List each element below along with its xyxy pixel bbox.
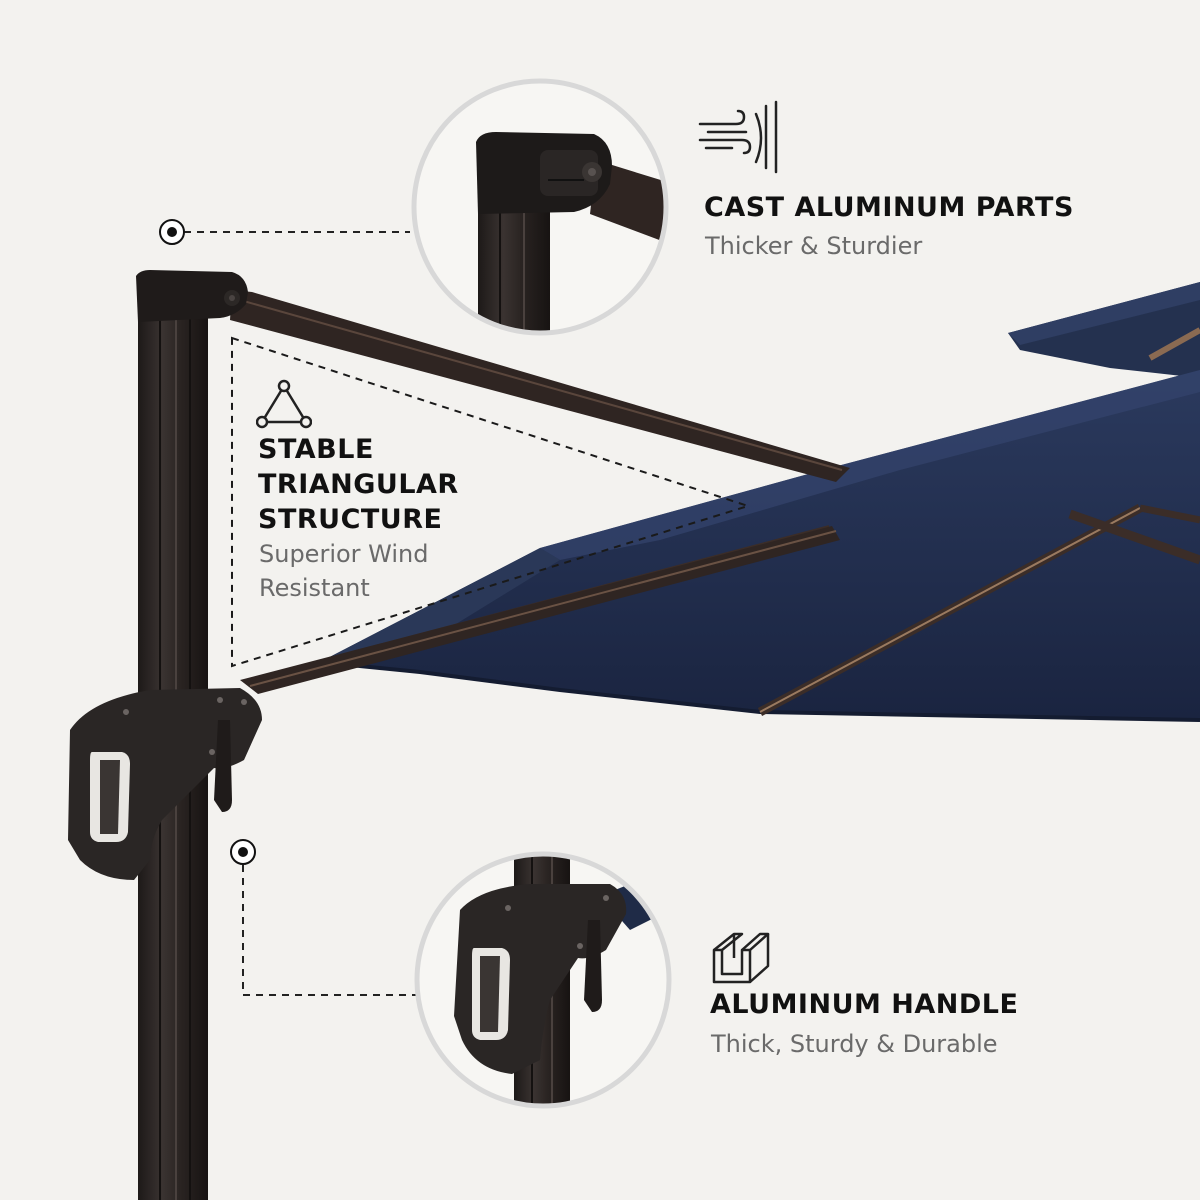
aluminum-handle-subtitle: Thick, Sturdy & Durable xyxy=(711,1030,998,1058)
title-line: STRUCTURE xyxy=(258,504,443,535)
triangle-outline xyxy=(231,336,752,668)
callout-cast-joint xyxy=(411,78,669,336)
cast-aluminum-title: CAST ALUMINUM PARTS xyxy=(704,192,1074,223)
marker-dot-bottom xyxy=(230,839,256,865)
title-line: STABLE xyxy=(258,434,374,465)
subtitle-line: Resistant xyxy=(259,574,370,602)
triangle-nodes-icon xyxy=(256,379,312,429)
upper-canopy-panel xyxy=(1008,282,1200,378)
callout-handle xyxy=(414,851,672,1109)
handle-hub xyxy=(68,688,262,880)
wind-resistance-icon xyxy=(698,100,778,174)
triangular-structure-subtitle: Superior Wind Resistant xyxy=(259,537,428,605)
aluminum-handle-title: ALUMINUM HANDLE xyxy=(710,989,1019,1020)
title-line: TRIANGULAR xyxy=(258,469,459,500)
triangular-structure-title: STABLE TRIANGULAR STRUCTURE xyxy=(258,432,459,537)
marker-dot-top xyxy=(159,219,185,245)
cast-aluminum-subtitle: Thicker & Sturdier xyxy=(705,232,923,260)
subtitle-line: Superior Wind xyxy=(259,540,429,568)
leader-lines xyxy=(184,231,416,996)
aluminum-channel-icon xyxy=(712,932,770,984)
support-arms xyxy=(230,290,850,694)
